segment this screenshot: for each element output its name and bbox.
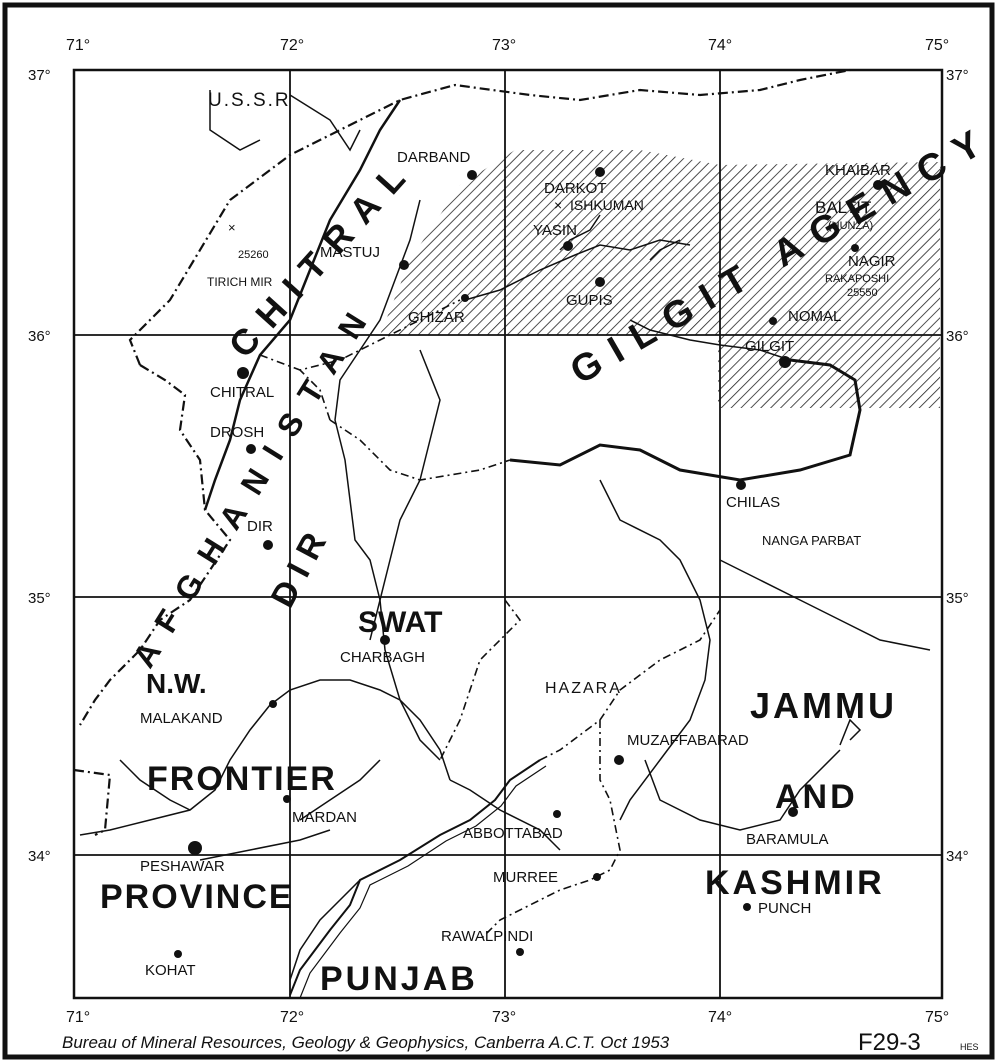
place-nagir: NAGIR bbox=[848, 253, 896, 270]
longitude-labels-bottom: 71° 72° 73° 74° 75° bbox=[66, 1009, 949, 1026]
lon-label-72-top: 72° bbox=[280, 37, 304, 54]
longitude-labels-top: 71° 72° 73° 74° 75° bbox=[66, 37, 949, 54]
place-tirich-mir: TIRICH MIR bbox=[207, 275, 273, 289]
hatched-area bbox=[380, 150, 940, 408]
place-chilas: CHILAS bbox=[726, 494, 780, 511]
place-tirich-height: 25260 bbox=[238, 249, 269, 261]
punjab-boundary bbox=[289, 759, 541, 996]
region-and: AND bbox=[775, 778, 858, 816]
lon-label-73-bottom: 73° bbox=[492, 1009, 516, 1026]
lat-label-34-right: 34° bbox=[946, 848, 969, 865]
lat-label-36-right: 36° bbox=[946, 328, 969, 345]
region-ussr: U.S.S.R bbox=[208, 90, 291, 111]
lon-label-74-top: 74° bbox=[708, 37, 732, 54]
lon-label-75-top: 75° bbox=[925, 37, 949, 54]
lat-label-37-right: 37° bbox=[946, 67, 969, 84]
lon-label-71-bottom: 71° bbox=[66, 1009, 90, 1026]
region-swat: SWAT bbox=[358, 606, 442, 639]
lat-label-37-left: 37° bbox=[28, 67, 51, 84]
rivers bbox=[79, 90, 931, 981]
place-abbottabad: ABBOTTABAD bbox=[463, 825, 563, 842]
lat-label-35-left: 35° bbox=[28, 590, 51, 607]
place-rawalpindi: RAWALPINDI bbox=[441, 928, 533, 945]
place-malakand: MALAKAND bbox=[140, 710, 223, 727]
place-ghizar: GHIZAR bbox=[408, 309, 465, 326]
lon-label-75-bottom: 75° bbox=[925, 1009, 949, 1026]
lat-label-35-right: 35° bbox=[946, 590, 969, 607]
place-mardan: MARDAN bbox=[292, 809, 357, 826]
place-rakaposhi: RAKAPOSHI bbox=[825, 273, 889, 285]
place-murree: MURREE bbox=[493, 869, 558, 886]
place-yasin: YASIN bbox=[533, 222, 577, 239]
place-dir: DIR bbox=[247, 518, 273, 535]
place-baltit: BALTIT bbox=[815, 198, 871, 217]
place-baramula: BARAMULA bbox=[746, 831, 829, 848]
draftsman-initials: HES bbox=[960, 1042, 979, 1052]
place-hunza: (HUNZA) bbox=[828, 220, 873, 232]
place-muzaffabarad: MUZAFFABARAD bbox=[627, 732, 749, 749]
map-credit: Bureau of Mineral Resources, Geology & G… bbox=[62, 1033, 670, 1052]
place-darband: DARBAND bbox=[397, 149, 471, 166]
region-frontier: FRONTIER bbox=[147, 760, 337, 798]
region-hazara: HAZARA bbox=[545, 680, 622, 697]
place-chitral: CHITRAL bbox=[210, 384, 274, 401]
lon-label-71-top: 71° bbox=[66, 37, 90, 54]
place-rakaposhi-height: 25550 bbox=[847, 287, 878, 299]
place-ishkuman: ISHKUMAN bbox=[570, 197, 644, 213]
lon-label-73-top: 73° bbox=[492, 37, 516, 54]
graticule bbox=[74, 70, 942, 998]
region-kashmir: KASHMIR bbox=[705, 864, 885, 902]
place-punch: PUNCH bbox=[758, 900, 811, 917]
lon-label-74-bottom: 74° bbox=[708, 1009, 732, 1026]
latitude-labels-right: 37° 36° 35° 34° bbox=[946, 67, 969, 865]
peak-marker-tirich: × bbox=[228, 220, 236, 235]
place-peshawar: PESHAWAR bbox=[140, 858, 225, 875]
place-kohat: KOHAT bbox=[145, 962, 196, 979]
place-gupis: GUPIS bbox=[566, 292, 613, 309]
lat-label-36-left: 36° bbox=[28, 328, 51, 345]
place-darkot: DARKOT bbox=[544, 180, 607, 197]
region-punjab: PUNJAB bbox=[320, 960, 478, 998]
lon-label-72-bottom: 72° bbox=[280, 1009, 304, 1026]
region-jammu: JAMMU bbox=[750, 685, 897, 726]
figure-id: F29-3 bbox=[858, 1029, 921, 1056]
region-dir: DIR bbox=[264, 518, 339, 614]
lat-label-34-left: 34° bbox=[28, 848, 51, 865]
region-nw: N.W. bbox=[146, 668, 207, 699]
place-labels: DARBAND DARKOT ISHKUMAN KHAIBAR BALTIT (… bbox=[140, 149, 896, 979]
district-boundary-chitral bbox=[203, 99, 402, 511]
town-markers bbox=[174, 167, 883, 958]
place-gilgit: GILGIT bbox=[745, 338, 794, 355]
district-boundary-gilgit bbox=[509, 358, 862, 482]
region-province: PROVINCE bbox=[100, 878, 294, 916]
place-mastuj: MASTUJ bbox=[320, 244, 380, 261]
place-charbagh: CHARBAGH bbox=[340, 649, 425, 666]
admin-boundary bbox=[259, 299, 721, 941]
latitude-labels-left: 37° 36° 35° 34° bbox=[28, 67, 51, 865]
place-nomal: NOMAL bbox=[788, 308, 841, 325]
place-nanga-parbat: NANGA PARBAT bbox=[762, 533, 861, 548]
peak-marker-darkot: × bbox=[554, 197, 562, 213]
map-frame bbox=[72, 68, 944, 1000]
international-boundary bbox=[73, 68, 851, 836]
place-drosh: DROSH bbox=[210, 424, 264, 441]
place-khaibar: KHAIBAR bbox=[825, 162, 891, 179]
